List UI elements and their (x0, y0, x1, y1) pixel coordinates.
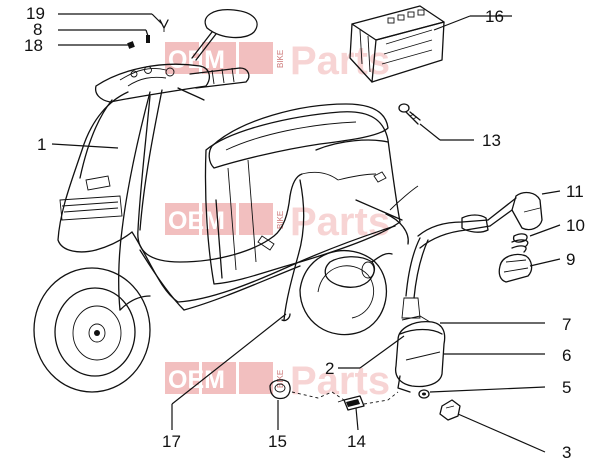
front-wheel (33, 267, 151, 393)
washer-part-5 (418, 389, 430, 399)
callout-8: 8 (33, 20, 42, 39)
ignition-coil-part-6 (394, 315, 446, 393)
watermark-top-side: BIKE (276, 50, 285, 68)
watermark-bottom-left: OEM (168, 366, 225, 394)
voltage-regulator-part-16 (349, 5, 445, 83)
watermark-bottom: OEM BIKE Parts (165, 359, 390, 403)
rubber-boot-part-9 (498, 253, 533, 283)
rear-fender (385, 213, 409, 245)
ht-lead (401, 214, 491, 319)
watermark-bottom-side: BIKE (276, 370, 285, 388)
callout-19: 19 (26, 4, 45, 23)
callout-1: 1 (37, 135, 46, 154)
leader-lines (51, 13, 561, 453)
callout-16: 16 (485, 7, 504, 26)
grommet-part-15 (269, 379, 291, 400)
scooter-illustration (33, 9, 419, 393)
callout-6: 6 (562, 346, 571, 365)
spring-part-10 (511, 233, 529, 253)
callout-11: 11 (566, 182, 584, 201)
callout-5: 5 (562, 378, 571, 397)
callout-2: 2 (325, 359, 334, 378)
steering-column (118, 89, 163, 311)
callout-13: 13 (482, 131, 501, 150)
clip-part-18 (127, 41, 135, 49)
handlebar (94, 63, 250, 103)
wiring-harness (119, 66, 387, 322)
nut-part-3 (439, 399, 461, 421)
connection-line-15-14 (291, 391, 345, 401)
rear-body (204, 111, 419, 285)
muffler (324, 252, 393, 288)
spark-plug-cap-part-11 (487, 191, 543, 231)
seat (208, 103, 389, 169)
watermark-bottom-right: Parts (290, 359, 390, 403)
callout-labels: 19 8 18 1 16 13 11 10 9 7 6 5 3 2 17 15 … (24, 4, 585, 461)
callout-3: 3 (562, 443, 571, 461)
callout-10: 10 (566, 216, 585, 235)
mirror (191, 9, 258, 61)
floorboard (131, 225, 396, 311)
watermark-top: OEM BIKE Parts (165, 39, 390, 83)
watermark-middle-side: BIKE (276, 211, 285, 229)
clip-part-8 (146, 35, 150, 43)
connection-line-14-6 (363, 391, 399, 405)
bracket-part-14 (337, 395, 365, 411)
callout-9: 9 (566, 250, 575, 269)
callout-17: 17 (162, 432, 181, 451)
callout-14: 14 (347, 432, 366, 451)
callout-7: 7 (562, 315, 571, 334)
watermark-middle-left: OEM (168, 207, 225, 235)
small-parts-19-8-18 (127, 19, 169, 49)
watermark-middle: OEM BIKE Parts (165, 200, 390, 244)
callout-18: 18 (24, 36, 43, 55)
watermark-middle-right: Parts (290, 200, 390, 244)
callout-15: 15 (268, 432, 287, 451)
front-shield (57, 91, 133, 253)
screw-part-13 (398, 103, 421, 125)
